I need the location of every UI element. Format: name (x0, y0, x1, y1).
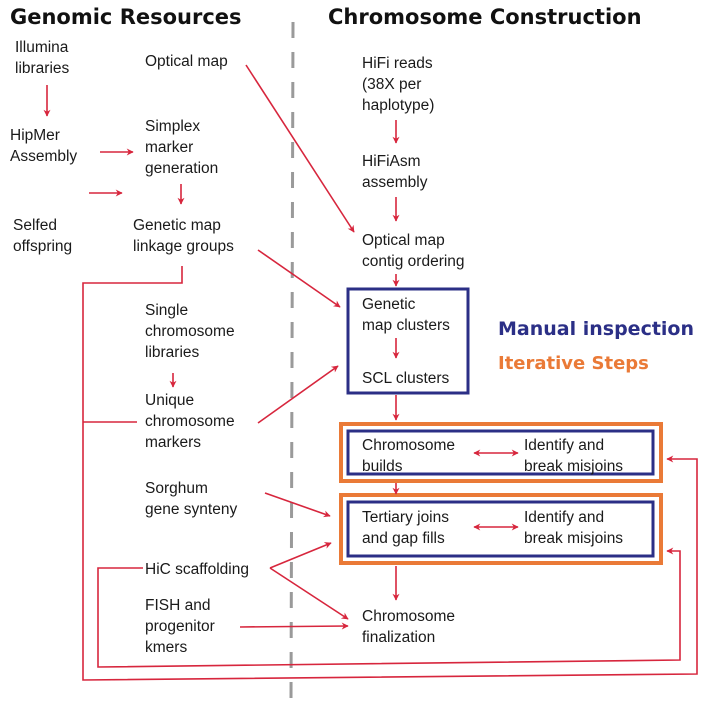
node-label-line: generation (145, 160, 218, 177)
manual-box-clusters (346, 287, 470, 395)
node-label-line: libraries (15, 60, 70, 77)
node-label-line: chromosome (145, 413, 235, 430)
arrow-optical-map-to-ordering (245, 64, 355, 233)
arrow-hic-to-tertiary (269, 542, 332, 569)
node-optical-map: Optical map (145, 53, 228, 70)
node-label-line: Simplex (145, 118, 200, 135)
arrow-unique-markers-to-scl (257, 365, 339, 424)
node-fish-progenitor: FISH and progenitor kmers (145, 597, 215, 656)
node-label-line: Identify and (524, 437, 604, 454)
node-genetic-map-linkage: Genetic map linkage groups (133, 217, 234, 255)
node-hic-scaffolding: HiC scaffolding (145, 561, 249, 578)
node-label-line: assembly (362, 174, 428, 191)
node-single-chromosome-libraries: Single chromosome libraries (145, 302, 235, 361)
node-label-line: Chromosome (362, 437, 455, 454)
node-label-line: progenitor (145, 618, 215, 635)
node-label-line: gene synteny (145, 501, 237, 518)
node-label-line: kmers (145, 639, 187, 656)
manual-box-joins (346, 500, 655, 558)
node-chromosome-finalization: Chromosome finalization (362, 608, 455, 646)
node-label-line: break misjoins (524, 530, 623, 547)
node-label-line: HiFiAsm (362, 153, 421, 170)
arrow-fish-to-finalization (239, 622, 349, 630)
node-label-line: libraries (145, 344, 200, 361)
section-divider (289, 21, 295, 701)
node-label-line: Assembly (10, 148, 77, 165)
node-label-line: FISH and (145, 597, 210, 614)
arrow-linkage-to-genetic-clusters (257, 249, 341, 308)
node-label-line: Genetic (362, 296, 416, 313)
node-unique-chromosome-markers: Unique chromosome markers (145, 392, 235, 451)
node-label-line: (38X per (362, 76, 421, 93)
node-label-line: and gap fills (362, 530, 445, 547)
arrow-hic-to-finalization (269, 567, 349, 620)
node-label-line: linkage groups (133, 238, 234, 255)
manual-box-builds (346, 429, 655, 476)
node-genetic-map-clusters: Genetic map clusters (362, 296, 450, 334)
node-label-line: builds (362, 458, 403, 475)
node-scl-clusters: SCL clusters (362, 370, 450, 387)
node-selfed-offspring: Selfed offspring (13, 217, 72, 255)
node-label-line: break misjoins (524, 458, 623, 475)
node-label-line: HiFi reads (362, 55, 433, 72)
node-label-line: SCL clusters (362, 370, 450, 387)
node-label-line: contig ordering (362, 253, 465, 270)
node-illumina-libraries: Illumina libraries (15, 39, 70, 77)
node-sorghum-synteny: Sorghum gene synteny (145, 480, 237, 518)
node-chromosome-builds: Chromosome builds (362, 437, 455, 475)
node-identify-break-misjoins-1: Identify and break misjoins (524, 437, 623, 475)
node-label-line: chromosome (145, 323, 235, 340)
feedback-line-bracket-to-builds (82, 266, 698, 681)
node-simplex-marker: Simplex marker generation (145, 118, 218, 177)
legend-iterative-steps: Iterative Steps (498, 353, 649, 374)
heading-genomic-resources: Genomic Resources (10, 5, 242, 29)
node-label-line: Optical map (145, 53, 228, 70)
node-label-line: Unique (145, 392, 194, 409)
node-tertiary-joins: Tertiary joins and gap fills (362, 509, 449, 547)
node-label-line: map clusters (362, 317, 450, 334)
node-label-line: offspring (13, 238, 72, 255)
node-optical-contig-ordering: Optical map contig ordering (362, 232, 465, 270)
legend-manual-inspection: Manual inspection (498, 318, 694, 340)
feedback-line-hic-to-tertiary (97, 547, 681, 668)
node-label-line: HipMer (10, 127, 60, 144)
node-label-line: markers (145, 434, 201, 451)
node-label-line: Tertiary joins (362, 509, 449, 526)
node-hifiasm-assembly: HiFiAsm assembly (362, 153, 428, 191)
node-label-line: marker (145, 139, 193, 156)
node-label-line: Optical map (362, 232, 445, 249)
node-label-line: Genetic map (133, 217, 221, 234)
node-identify-break-misjoins-2: Identify and break misjoins (524, 509, 623, 547)
node-label-line: finalization (362, 629, 435, 646)
node-label-line: Chromosome (362, 608, 455, 625)
node-label-line: Selfed (13, 217, 57, 234)
node-label-line: haplotype) (362, 97, 434, 114)
heading-chromosome-construction: Chromosome Construction (328, 5, 642, 29)
node-label-line: Single (145, 302, 188, 319)
node-label-line: Identify and (524, 509, 604, 526)
arrow-sorghum-to-tertiary (264, 492, 331, 518)
iterative-box-joins (339, 493, 663, 565)
node-label-line: HiC scaffolding (145, 561, 249, 578)
iterative-box-builds (339, 422, 663, 483)
node-hifi-reads: HiFi reads (38X per haplotype) (362, 55, 434, 114)
node-label-line: Illumina (15, 39, 69, 56)
node-label-line: Sorghum (145, 480, 208, 497)
